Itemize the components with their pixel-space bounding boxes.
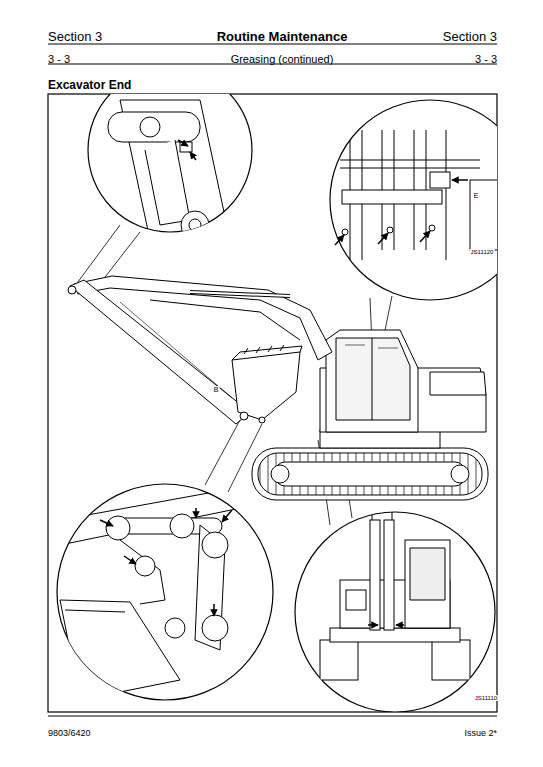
- figure-code: JS11110: [474, 686, 498, 704]
- callout-letter: E: [473, 192, 480, 199]
- callout-letter: E: [473, 184, 480, 202]
- page-header: Routine Maintenance: [217, 27, 348, 45]
- document-number: 9803/6420: [48, 722, 91, 740]
- page-header: Routine Maintenance: [217, 29, 348, 44]
- section-title: Excavator End: [48, 78, 131, 92]
- issue-number: Issue 2*: [464, 728, 497, 738]
- section-header: Section 3: [443, 29, 497, 44]
- figure-code: JS11110: [474, 695, 498, 701]
- figure-code: JS11120: [470, 249, 495, 255]
- subheading: Greasing (continued): [231, 53, 334, 65]
- document-number: 9803/6420: [48, 728, 91, 738]
- section-header: Section 3: [48, 29, 102, 44]
- section-title: Excavator End: [48, 75, 131, 93]
- page-number: 3 - 3: [48, 49, 70, 67]
- callout-letter: B: [213, 378, 220, 396]
- section-header: Section 3: [48, 27, 102, 45]
- page-number: 3 - 3: [475, 53, 497, 65]
- section-header: Section 3: [443, 27, 497, 45]
- subheading: Greasing (continued): [231, 49, 334, 67]
- figure-code: JS11120: [470, 240, 495, 258]
- issue-number: Issue 2*: [464, 722, 497, 740]
- page-number: 3 - 3: [48, 53, 70, 65]
- page-number: 3 - 3: [475, 49, 497, 67]
- callout-letter: B: [213, 386, 220, 393]
